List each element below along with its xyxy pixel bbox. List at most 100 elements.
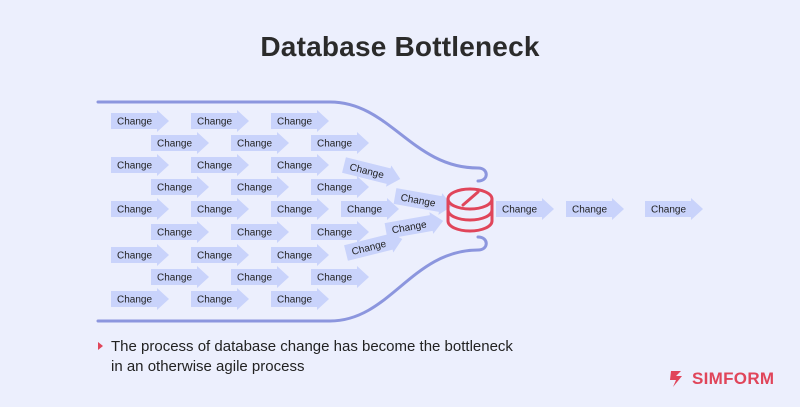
arrow-shape — [231, 176, 289, 198]
arrow-shape — [191, 110, 249, 132]
arrow-label: Change — [651, 205, 686, 216]
change-arrow: Change — [151, 132, 209, 154]
change-arrow: Change — [151, 266, 209, 288]
database-icon — [446, 187, 494, 233]
arrow-label: Change — [117, 161, 152, 172]
change-arrow: Change — [271, 244, 329, 266]
arrow-shape — [271, 244, 329, 266]
arrow-label: Change — [277, 161, 312, 172]
change-arrow: Change — [231, 221, 289, 243]
arrow-label: Change — [117, 295, 152, 306]
change-arrow: Change — [151, 176, 209, 198]
arrow-shape — [271, 198, 329, 220]
arrow-label: Change — [117, 251, 152, 262]
change-arrow: Change — [341, 198, 399, 220]
arrow-label: Change — [117, 205, 152, 216]
arrow-shape — [111, 110, 169, 132]
change-arrow-output: Change — [496, 198, 554, 220]
change-arrow: Change — [111, 244, 169, 266]
change-arrow-output: Change — [645, 198, 703, 220]
change-arrow: Change — [111, 288, 169, 310]
arrow-shape — [311, 221, 369, 243]
change-arrow-output: Change — [566, 198, 624, 220]
arrow-shape — [111, 154, 169, 176]
change-arrow: Change — [393, 188, 453, 215]
arrow-label: Change — [572, 205, 607, 216]
arrow-label: Change — [197, 251, 232, 262]
arrow-shape — [231, 266, 289, 288]
arrow-shape — [111, 198, 169, 220]
change-arrow: Change — [231, 266, 289, 288]
arrow-label: Change — [157, 139, 192, 150]
arrow-shape — [311, 266, 369, 288]
arrow-shape — [342, 157, 401, 187]
arrow-shape — [271, 154, 329, 176]
arrow-label: Change — [317, 183, 352, 194]
change-arrow: Change — [271, 154, 329, 176]
arrow-label: Change — [277, 205, 312, 216]
bottle-bottom-edge — [96, 235, 488, 323]
change-arrow: Change — [231, 176, 289, 198]
arrow-shape — [231, 221, 289, 243]
change-arrow: Change — [342, 157, 401, 187]
arrow-shape — [151, 176, 209, 198]
arrow-shape — [496, 198, 554, 220]
bottle-outline — [96, 100, 488, 323]
arrow-shape — [191, 244, 249, 266]
arrow-label: Change — [277, 251, 312, 262]
arrow-label: Change — [157, 183, 192, 194]
page-title: Database Bottleneck — [260, 31, 540, 62]
change-arrow: Change — [191, 154, 249, 176]
arrow-shape — [151, 132, 209, 154]
change-arrow: Change — [311, 132, 369, 154]
arrow-shape — [191, 288, 249, 310]
arrow-shape — [341, 198, 399, 220]
arrow-shape — [271, 110, 329, 132]
change-arrow: Change — [271, 288, 329, 310]
brand-logo: SIMFORM — [665, 368, 774, 390]
arrow-label: Change — [317, 139, 352, 150]
arrow-label: Change — [277, 295, 312, 306]
arrow-label: Change — [237, 228, 272, 239]
arrow-shape — [191, 198, 249, 220]
arrow-label: Change — [237, 183, 272, 194]
arrow-label: Change — [237, 273, 272, 284]
bottle-top-edge — [96, 100, 488, 183]
change-arrow: Change — [271, 110, 329, 132]
arrow-label: Change — [157, 273, 192, 284]
change-arrow: Change — [111, 198, 169, 220]
arrow-label: Change — [502, 205, 537, 216]
caption: The process of database change has becom… — [98, 337, 513, 377]
arrow-shape — [191, 154, 249, 176]
change-arrow: Change — [191, 110, 249, 132]
arrow-shape — [645, 198, 703, 220]
arrow-shape — [393, 188, 453, 215]
change-arrow: Change — [151, 221, 209, 243]
arrow-shape — [566, 198, 624, 220]
arrow-shape — [151, 221, 209, 243]
change-arrow: Change — [191, 244, 249, 266]
arrow-label: Change — [277, 117, 312, 128]
arrow-shape — [271, 288, 329, 310]
change-arrow: Change — [191, 288, 249, 310]
change-arrow: Change — [311, 221, 369, 243]
caption-text: The process of database change has becom… — [111, 338, 513, 375]
arrow-label: Change — [197, 117, 232, 128]
change-arrow: Change — [311, 266, 369, 288]
arrow-label: Change — [317, 228, 352, 239]
arrow-shape — [151, 266, 209, 288]
change-arrow: Change — [231, 132, 289, 154]
arrow-shape — [384, 212, 444, 239]
change-arrow: Change — [384, 212, 444, 239]
arrow-label: Change — [237, 139, 272, 150]
arrow-shape — [111, 244, 169, 266]
simform-logo-icon — [670, 371, 682, 387]
arrow-shape — [111, 288, 169, 310]
arrow-shape — [231, 132, 289, 154]
caption-bullet-icon — [98, 342, 103, 350]
arrow-label: Change — [197, 295, 232, 306]
arrow-shape — [311, 176, 369, 198]
arrow-label: Change — [347, 205, 382, 216]
arrow-label: Change — [157, 228, 192, 239]
